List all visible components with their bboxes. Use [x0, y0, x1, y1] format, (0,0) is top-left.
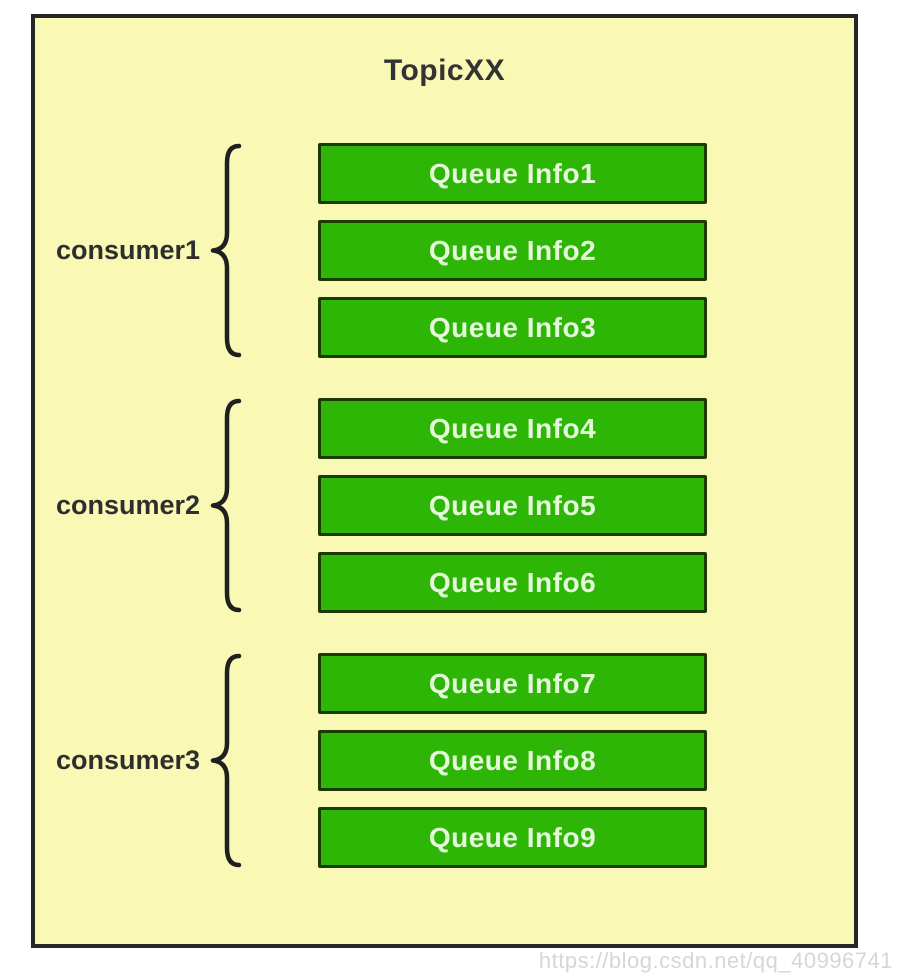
queue-box: Queue Info6 — [318, 552, 707, 613]
queue-box: Queue Info9 — [318, 807, 707, 868]
curly-brace-icon — [210, 143, 242, 358]
queue-box: Queue Info2 — [318, 220, 707, 281]
consumer-label: consumer3 — [55, 745, 200, 775]
queue-box: Queue Info7 — [318, 653, 707, 714]
consumer-label: consumer2 — [55, 490, 200, 520]
curly-brace-icon — [210, 653, 242, 868]
queue-box: Queue Info3 — [318, 297, 707, 358]
queue-box: Queue Info5 — [318, 475, 707, 536]
topic-title: TopicXX — [383, 54, 506, 87]
queue-box: Queue Info8 — [318, 730, 707, 791]
watermark: https://blog.csdn.net/qq_40996741 — [538, 948, 893, 973]
curly-brace-icon — [210, 398, 242, 613]
queue-box: Queue Info1 — [318, 143, 707, 204]
queue-box: Queue Info4 — [318, 398, 707, 459]
consumer-label: consumer1 — [55, 235, 200, 265]
